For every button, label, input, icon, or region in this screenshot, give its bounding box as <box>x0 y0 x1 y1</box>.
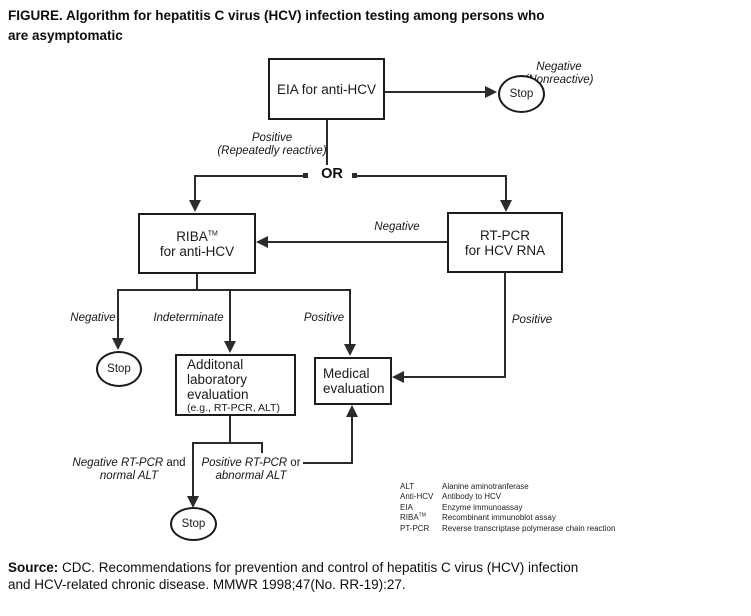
label-positive-repeatedly-reactive: Positive (Repeatedly reactive) <box>217 132 327 157</box>
label-branch-positive: Positive <box>303 312 345 324</box>
connector-positive-up <box>351 416 353 464</box>
connector-addlab-negative <box>192 442 194 497</box>
connector-eia-or <box>326 120 328 165</box>
label-negative-rtpcr-normal-alt: Negative RT-PCR and normal ALT <box>72 457 186 482</box>
arrowhead-medical-bottom <box>346 405 358 417</box>
connector-branch-indeterminate <box>229 289 231 342</box>
riba-box-line1: RIBATM <box>176 228 218 244</box>
stop-node-top: Stop <box>498 75 545 113</box>
connector-eia-stop <box>385 91 485 93</box>
label-negative-nonreactive: Negative (Nonreactive) <box>524 61 594 86</box>
figure-title-line1: FIGURE. Algorithm for hepatitis C virus … <box>8 8 545 23</box>
arrowhead-stop-bottom <box>187 496 199 508</box>
connector-or-left-down <box>194 175 196 202</box>
label-branch-indeterminate: Indeterminate <box>153 312 224 324</box>
connector-addlab-positive-stub <box>261 442 263 453</box>
connector-or-right <box>353 175 507 177</box>
eia-box-label: EIA for anti-HCV <box>276 81 377 97</box>
label-positive-right: Positive <box>511 314 553 326</box>
arrowhead-branch-negative <box>112 338 124 350</box>
arrowhead-eia-stop <box>485 86 497 98</box>
label-branch-negative: Negative <box>70 312 116 324</box>
arrowhead-rtpcr-top <box>500 200 512 212</box>
medical-evaluation-line2: evaluation <box>323 381 385 396</box>
medical-evaluation-line1: Medical <box>323 366 370 381</box>
eia-box: EIA for anti-HCV <box>268 58 385 120</box>
additional-lab-line1: Additonal <box>187 356 244 372</box>
riba-box: RIBATM for anti-HCV <box>138 213 256 274</box>
rtpcr-box-line2: for HCV RNA <box>464 242 546 258</box>
connector-rtpcr-riba <box>266 241 447 243</box>
or-right-endpoint <box>352 173 357 178</box>
arrowhead-rtpcr-riba <box>256 236 268 248</box>
connector-branch-positive <box>349 289 351 345</box>
or-label: OR <box>321 166 343 182</box>
source-citation: Source: CDC. Recommendations for prevent… <box>8 560 579 592</box>
figure-title: FIGURE. Algorithm for hepatitis C virus … <box>8 6 728 47</box>
stop-node-left: Stop <box>96 351 142 387</box>
label-positive-rtpcr-abnormal-alt: Positive RT-PCR or abnormal ALT <box>201 457 301 482</box>
riba-box-line2: for anti-HCV <box>159 243 235 259</box>
label-negative-mid: Negative <box>374 221 420 233</box>
additional-lab-line2: laboratory <box>187 371 248 387</box>
stop-node-bottom: Stop <box>170 507 217 541</box>
connector-or-left <box>195 175 305 177</box>
riba-tm-superscript: TM <box>207 230 218 237</box>
rtpcr-box: RT-PCR for HCV RNA <box>447 212 563 273</box>
medical-evaluation-box: Medical evaluation <box>314 357 392 405</box>
addlab-results-bar <box>192 442 263 444</box>
figure-title-line2: are asymptomatic <box>8 28 123 44</box>
arrowhead-riba-top <box>189 200 201 212</box>
arrowhead-branch-positive <box>344 344 356 356</box>
additional-lab-box: Additonal laboratory evaluation (e.g., R… <box>175 354 296 416</box>
connector-riba-bar <box>196 274 198 290</box>
rtpcr-box-line1: RT-PCR <box>479 227 530 243</box>
source-label: Source: <box>8 560 59 575</box>
riba-results-bar <box>117 289 351 291</box>
connector-or-right-down <box>505 175 507 202</box>
connector-rtpcr-medical <box>404 376 505 378</box>
arrowhead-medical-right <box>392 371 404 383</box>
connector-addlab-bar <box>229 416 231 443</box>
arrowhead-branch-indeterminate <box>224 341 236 353</box>
connector-rtpcr-down <box>504 273 506 378</box>
connector-branch-negative <box>117 289 119 339</box>
additional-lab-line4: (e.g., RT-PCR, ALT) <box>187 401 280 414</box>
connector-positive-right <box>303 462 353 464</box>
or-left-endpoint <box>303 173 308 178</box>
additional-lab-line3: evaluation <box>187 386 249 402</box>
